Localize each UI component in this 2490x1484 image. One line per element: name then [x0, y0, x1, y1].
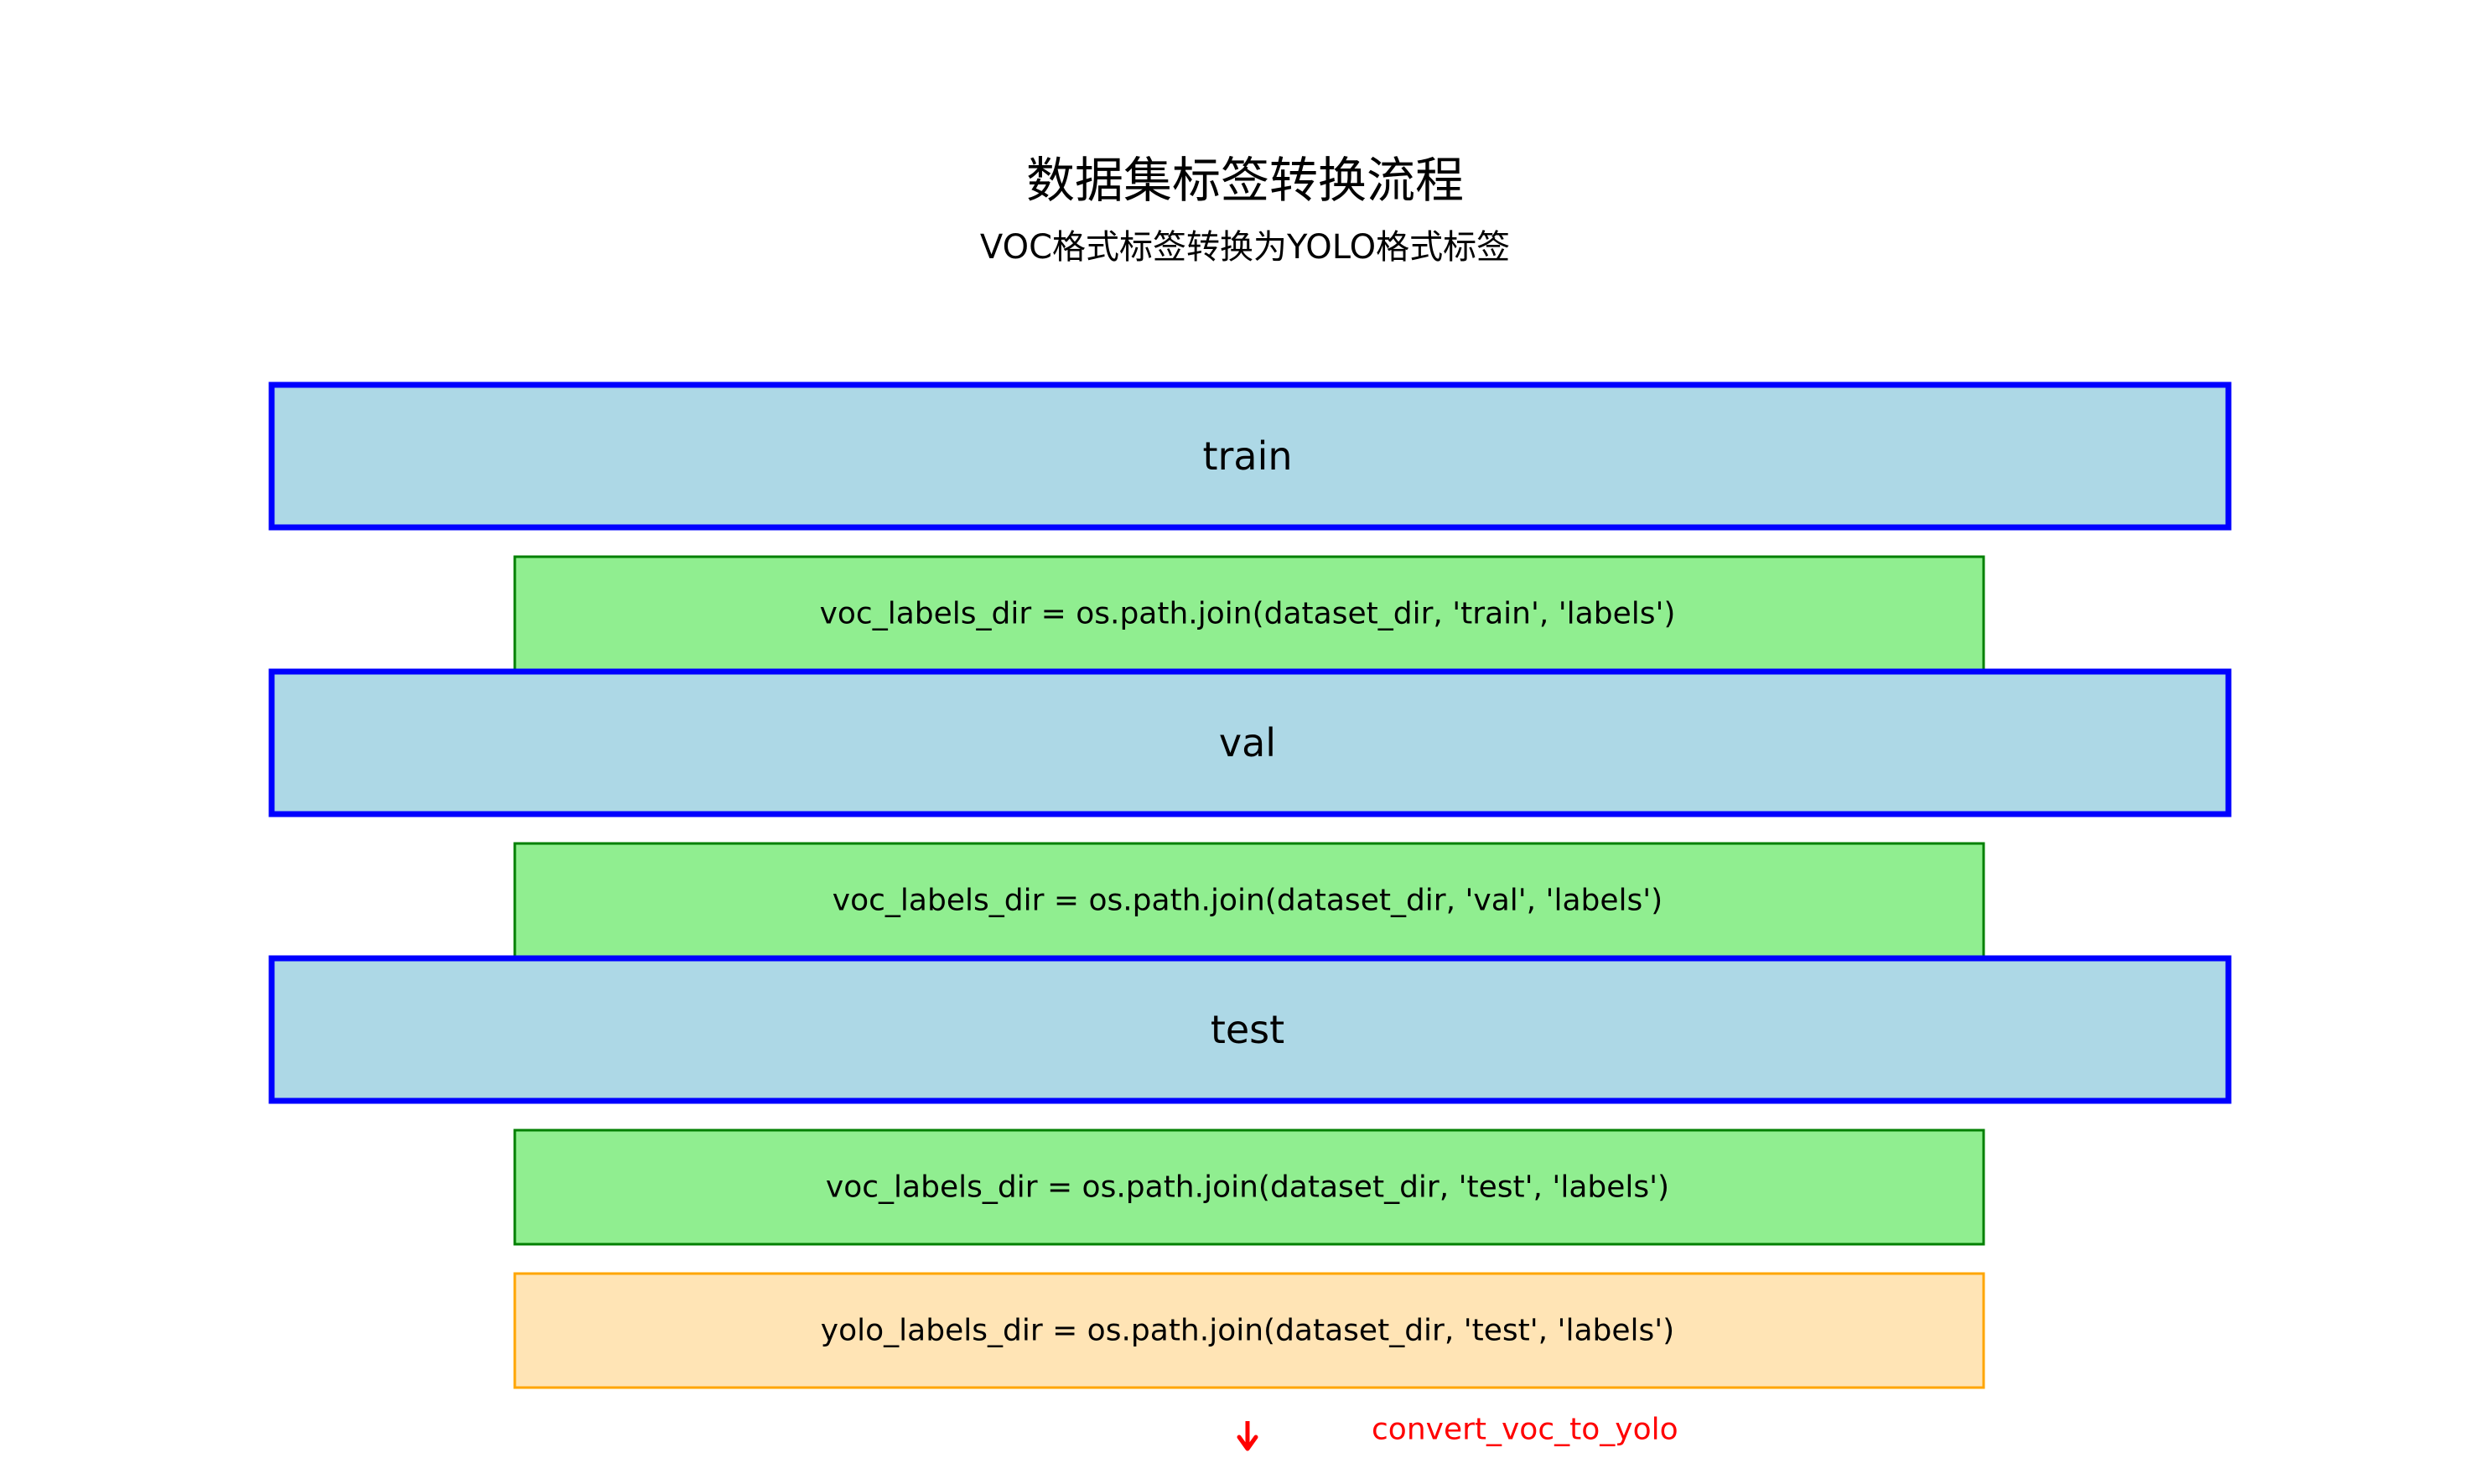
convert-label-test: convert_voc_to_yolo	[1372, 1413, 1678, 1447]
convert-arrow-head-test	[1237, 1435, 1258, 1451]
split-box-train	[268, 381, 2232, 531]
diagram-subtitle: VOC格式标签转换为YOLO格式标签	[979, 228, 1511, 267]
yolo-box-test	[513, 1272, 1985, 1389]
voc-path-text-train: voc_labels_dir = os.path.join(dataset_di…	[820, 597, 1676, 631]
split-box-val	[268, 668, 2232, 817]
voc-box-train	[513, 555, 1985, 672]
voc-box-test	[513, 1129, 1985, 1246]
voc-path-text-val: voc_labels_dir = os.path.join(dataset_di…	[833, 884, 1663, 918]
split-label-test: test	[1211, 1007, 1284, 1052]
split-label-val: val	[1219, 720, 1276, 765]
split-label-train: train	[1202, 433, 1292, 479]
voc-path-text-test: voc_labels_dir = os.path.join(dataset_di…	[826, 1170, 1669, 1205]
voc-box-val	[513, 842, 1985, 959]
diagram-title: 数据集标签转换流程	[1025, 152, 1464, 209]
yolo-path-text-test: yolo_labels_dir = os.path.join(dataset_d…	[821, 1314, 1674, 1348]
split-box-test	[268, 955, 2232, 1104]
